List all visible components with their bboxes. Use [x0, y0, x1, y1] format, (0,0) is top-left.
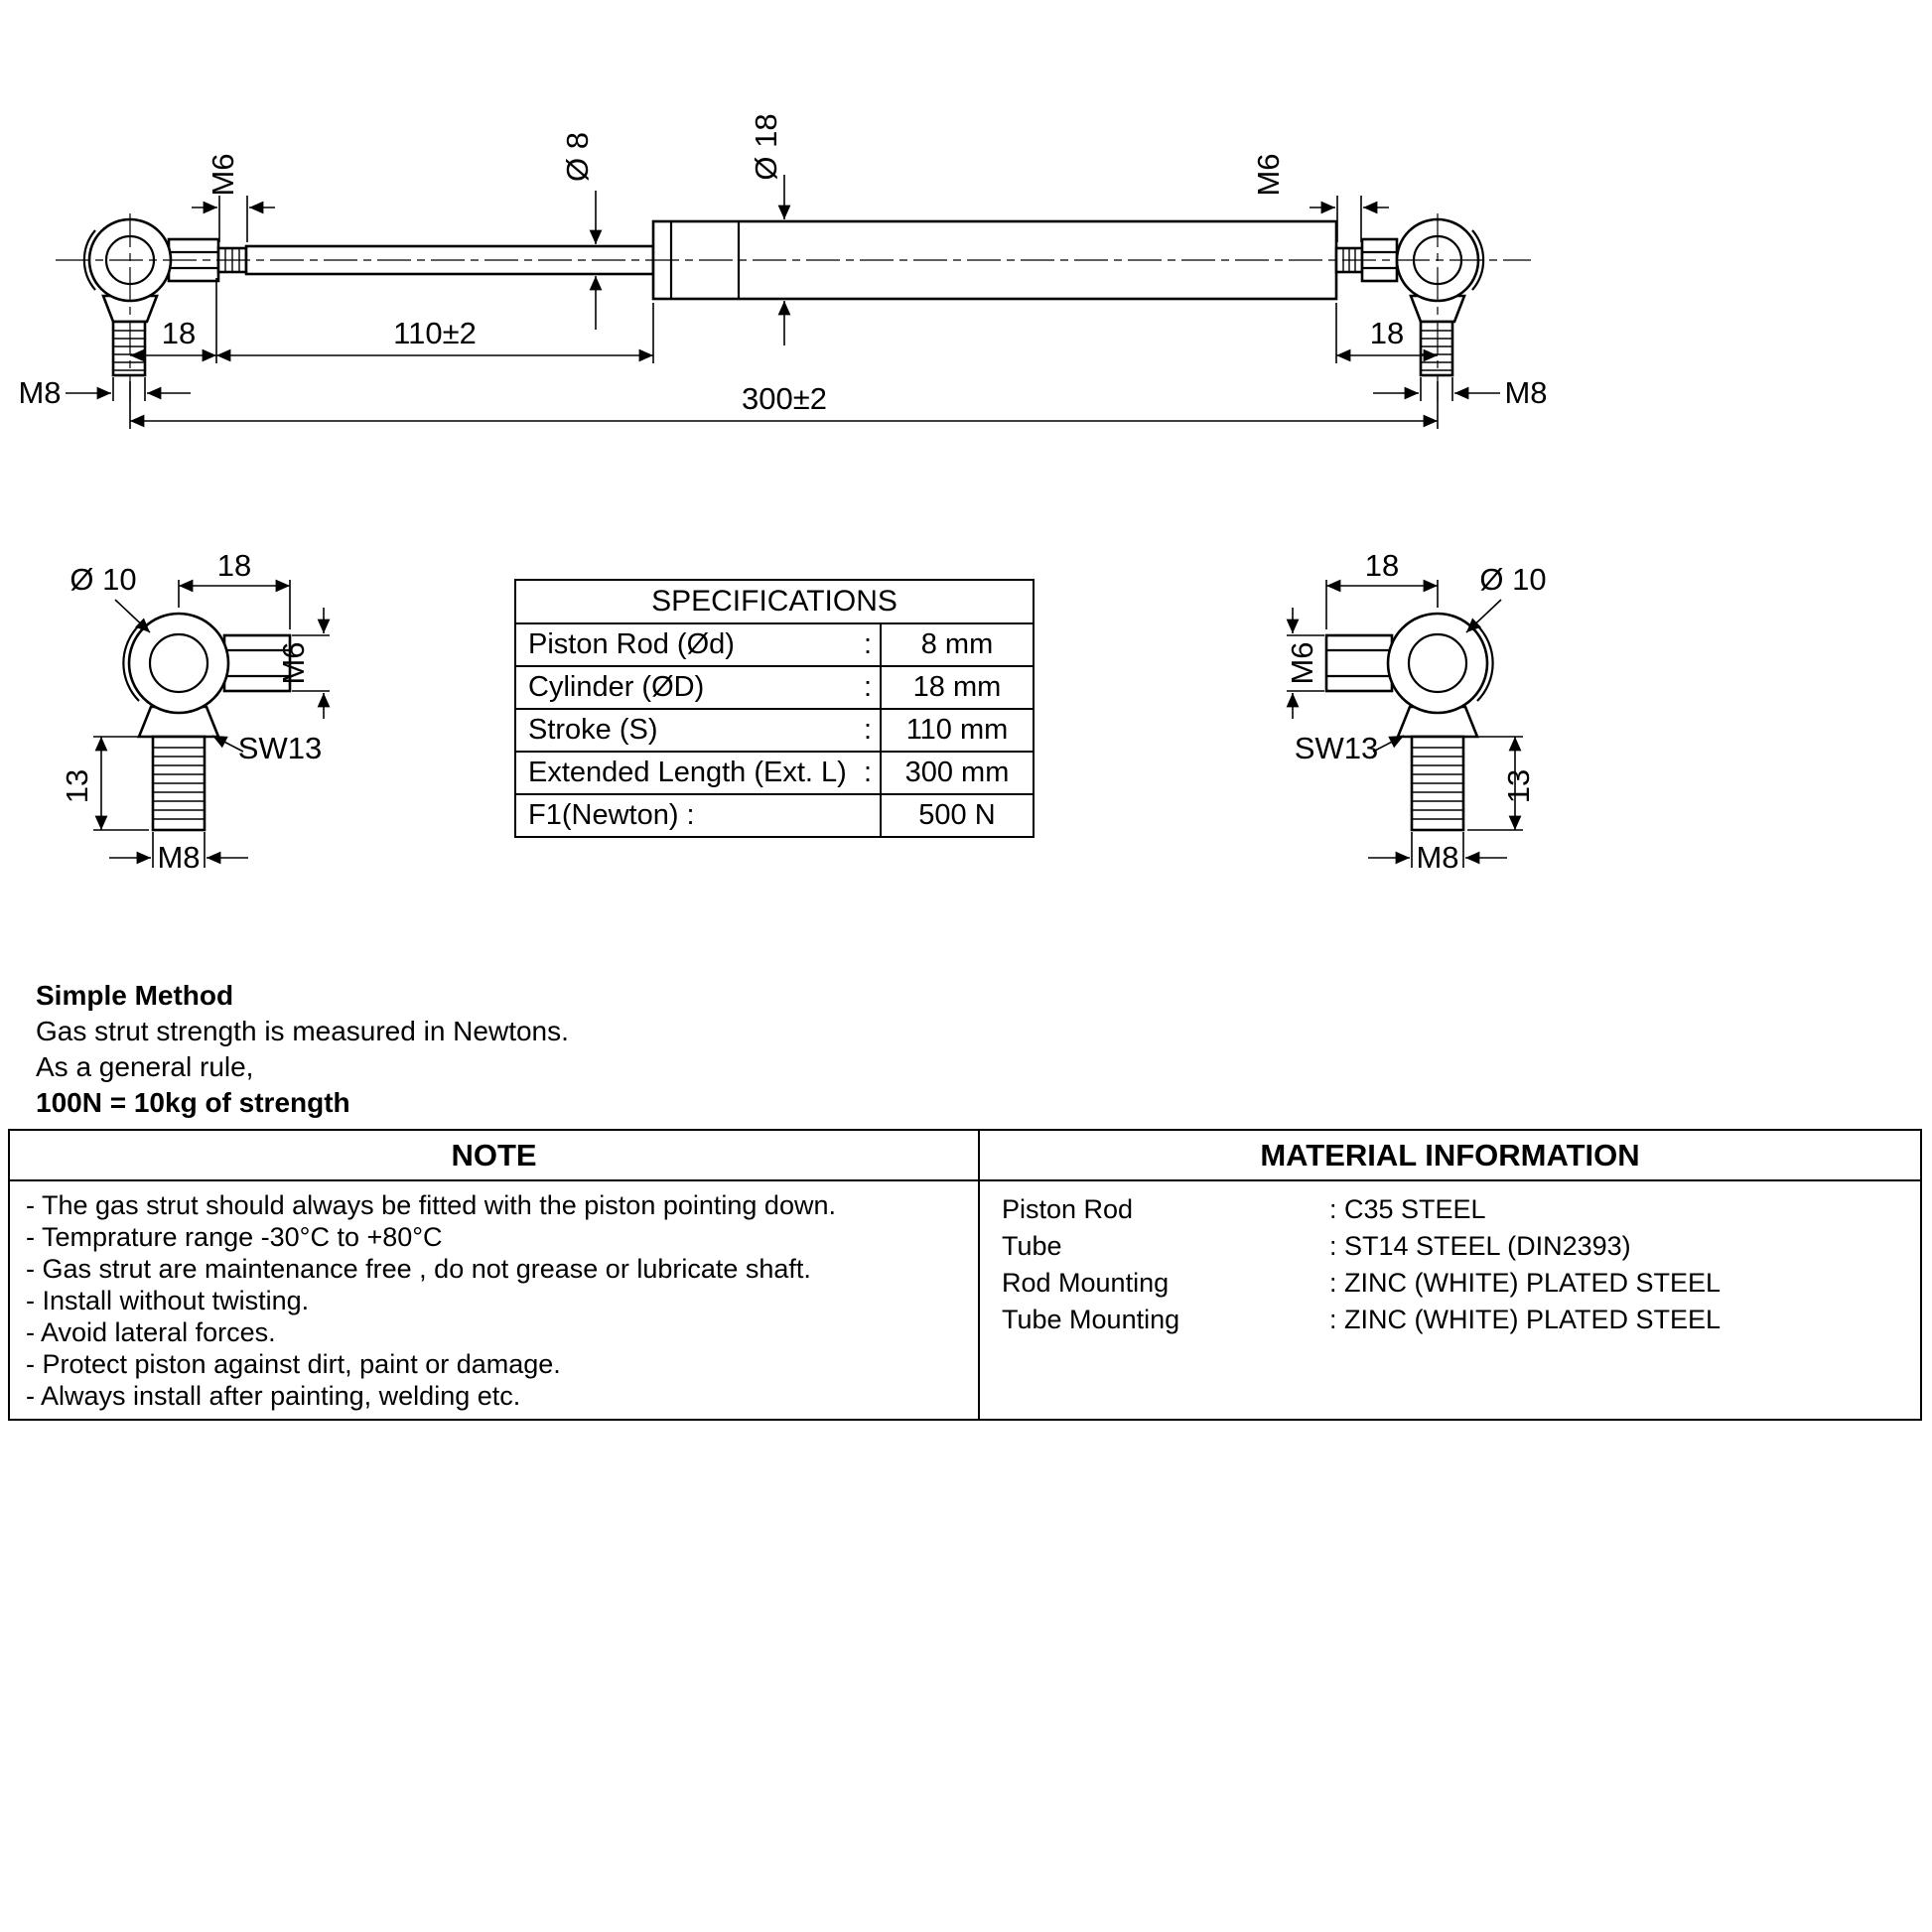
dim-label-13-left: 13: [60, 769, 94, 803]
dim-label-sw13-left: SW13: [238, 731, 322, 765]
material-column: MATERIAL INFORMATION Piston Rod : C35 ST…: [980, 1131, 1920, 1419]
dim-label-18-detail-left: 18: [217, 548, 251, 583]
note-item: - Avoid lateral forces.: [26, 1317, 276, 1347]
note-list: - The gas strut should always be fitted …: [10, 1181, 978, 1420]
note-item: - Always install after painting, welding…: [26, 1381, 521, 1411]
material-title: MATERIAL INFORMATION: [980, 1131, 1920, 1181]
material-label: Rod Mounting: [1002, 1268, 1170, 1298]
spec-colon: :: [863, 671, 872, 703]
dim-label-m8-left: M8: [18, 375, 61, 410]
spec-label: Stroke (S): [528, 714, 658, 746]
spec-value: 110 mm: [905, 714, 1009, 746]
simple-method-title: Simple Method: [36, 980, 234, 1011]
note-column: NOTE - The gas strut should always be fi…: [10, 1131, 980, 1419]
spec-value: 8 mm: [920, 628, 994, 660]
dim-label-ball-diameter-right: Ø 10: [1479, 562, 1546, 597]
right-end-detail-view: 18 Ø 10 M6 SW13 13: [1285, 548, 1547, 875]
material-row: Tube Mounting : ZINC (WHITE) PLATED STEE…: [1002, 1302, 1898, 1338]
spec-colon: :: [863, 757, 872, 788]
left-end-detail-view: Ø 10 18 M6 SW13 13: [60, 548, 331, 875]
material-value: : ZINC (WHITE) PLATED STEEL: [1329, 1268, 1722, 1298]
note-item: - Install without twisting.: [26, 1286, 310, 1315]
simple-method-rule: 100N = 10kg of strength: [36, 1087, 350, 1118]
specifications-title: SPECIFICATIONS: [516, 581, 1033, 624]
dim-label-13-right: 13: [1501, 769, 1536, 803]
simple-method-line: Gas strut strength is measured in Newton…: [36, 1016, 569, 1046]
spec-colon: :: [863, 714, 872, 746]
spec-row-stroke: Stroke (S) : 110 mm: [516, 710, 1033, 753]
spec-colon: :: [863, 628, 872, 660]
dim-label-stroke: 110±2: [393, 316, 477, 350]
dim-label-m6-left: M6: [206, 153, 240, 196]
note-item: - Protect piston against dirt, paint or …: [26, 1349, 561, 1379]
spec-value: 18 mm: [912, 671, 1002, 703]
dim-label-m8-right: M8: [1504, 375, 1547, 410]
material-list: Piston Rod : C35 STEEL Tube : ST14 STEEL…: [980, 1181, 1920, 1348]
dim-label-m6-right: M6: [1251, 153, 1286, 196]
note-item: - Gas strut are maintenance free , do no…: [26, 1254, 811, 1284]
material-value: : ST14 STEEL (DIN2393): [1329, 1231, 1631, 1261]
spec-value: 300 mm: [904, 757, 1010, 788]
dim-label-tube-diameter: Ø 18: [749, 113, 783, 180]
simple-method-block: Simple Method Gas strut strength is meas…: [36, 978, 569, 1121]
specifications-table: SPECIFICATIONS Piston Rod (Ød) : 8 mm Cy…: [514, 579, 1035, 838]
material-row: Piston Rod : C35 STEEL: [1002, 1191, 1898, 1228]
right-detail-dimensions: 18 Ø 10 M6 SW13 13: [1285, 548, 1547, 875]
simple-method-line: As a general rule,: [36, 1051, 254, 1082]
dim-label-ball-diameter-left: Ø 10: [69, 562, 136, 597]
material-value: : C35 STEEL: [1329, 1194, 1486, 1224]
spec-label: Piston Rod (Ød): [528, 628, 735, 660]
dim-label-m8-detail-right: M8: [1416, 840, 1458, 875]
dim-label-rod-diameter: Ø 8: [560, 132, 595, 182]
spec-label: Extended Length (Ext. L): [528, 757, 847, 788]
dim-label-18-detail-right: 18: [1365, 548, 1399, 583]
dim-label-18-right: 18: [1370, 316, 1404, 350]
spec-value: 500 N: [918, 799, 996, 831]
note-title: NOTE: [10, 1131, 978, 1181]
material-label: Tube Mounting: [1002, 1305, 1180, 1334]
dim-label-m6-detail-right: M6: [1285, 641, 1319, 684]
left-detail-dimensions: Ø 10 18 M6 SW13 13: [60, 548, 331, 875]
spec-row-force: F1(Newton) : 500 N: [516, 795, 1033, 836]
material-label: Piston Rod: [1002, 1194, 1134, 1224]
material-value: : ZINC (WHITE) PLATED STEEL: [1329, 1305, 1722, 1334]
note-item: - The gas strut should always be fitted …: [26, 1190, 836, 1220]
material-row: Rod Mounting : ZINC (WHITE) PLATED STEEL: [1002, 1265, 1898, 1302]
note-item: - Temprature range -30°C to +80°C: [26, 1222, 443, 1252]
material-label: Tube: [1002, 1231, 1062, 1261]
spec-row-cylinder: Cylinder (ØD) : 18 mm: [516, 667, 1033, 710]
centerlines: [56, 213, 1531, 401]
note-material-table: NOTE - The gas strut should always be fi…: [8, 1129, 1922, 1421]
dim-label-m6-detail-left: M6: [276, 641, 311, 684]
material-row: Tube : ST14 STEEL (DIN2393): [1002, 1228, 1898, 1265]
dim-label-18-left: 18: [162, 316, 196, 350]
dim-label-sw13-right: SW13: [1295, 731, 1378, 765]
dim-label-m8-detail-left: M8: [157, 840, 200, 875]
dim-label-overall-length: 300±2: [742, 381, 827, 416]
main-dimensions: M6 Ø 8 Ø 18 M6 18: [18, 113, 1548, 429]
spec-row-extended-length: Extended Length (Ext. L) : 300 mm: [516, 753, 1033, 795]
main-strut-view: M6 Ø 8 Ø 18 M6 18: [18, 113, 1548, 429]
spec-label: Cylinder (ØD): [528, 671, 705, 703]
spec-label: F1(Newton) :: [528, 799, 695, 831]
spec-row-piston-rod: Piston Rod (Ød) : 8 mm: [516, 624, 1033, 667]
ball-stud-left: [101, 294, 159, 377]
